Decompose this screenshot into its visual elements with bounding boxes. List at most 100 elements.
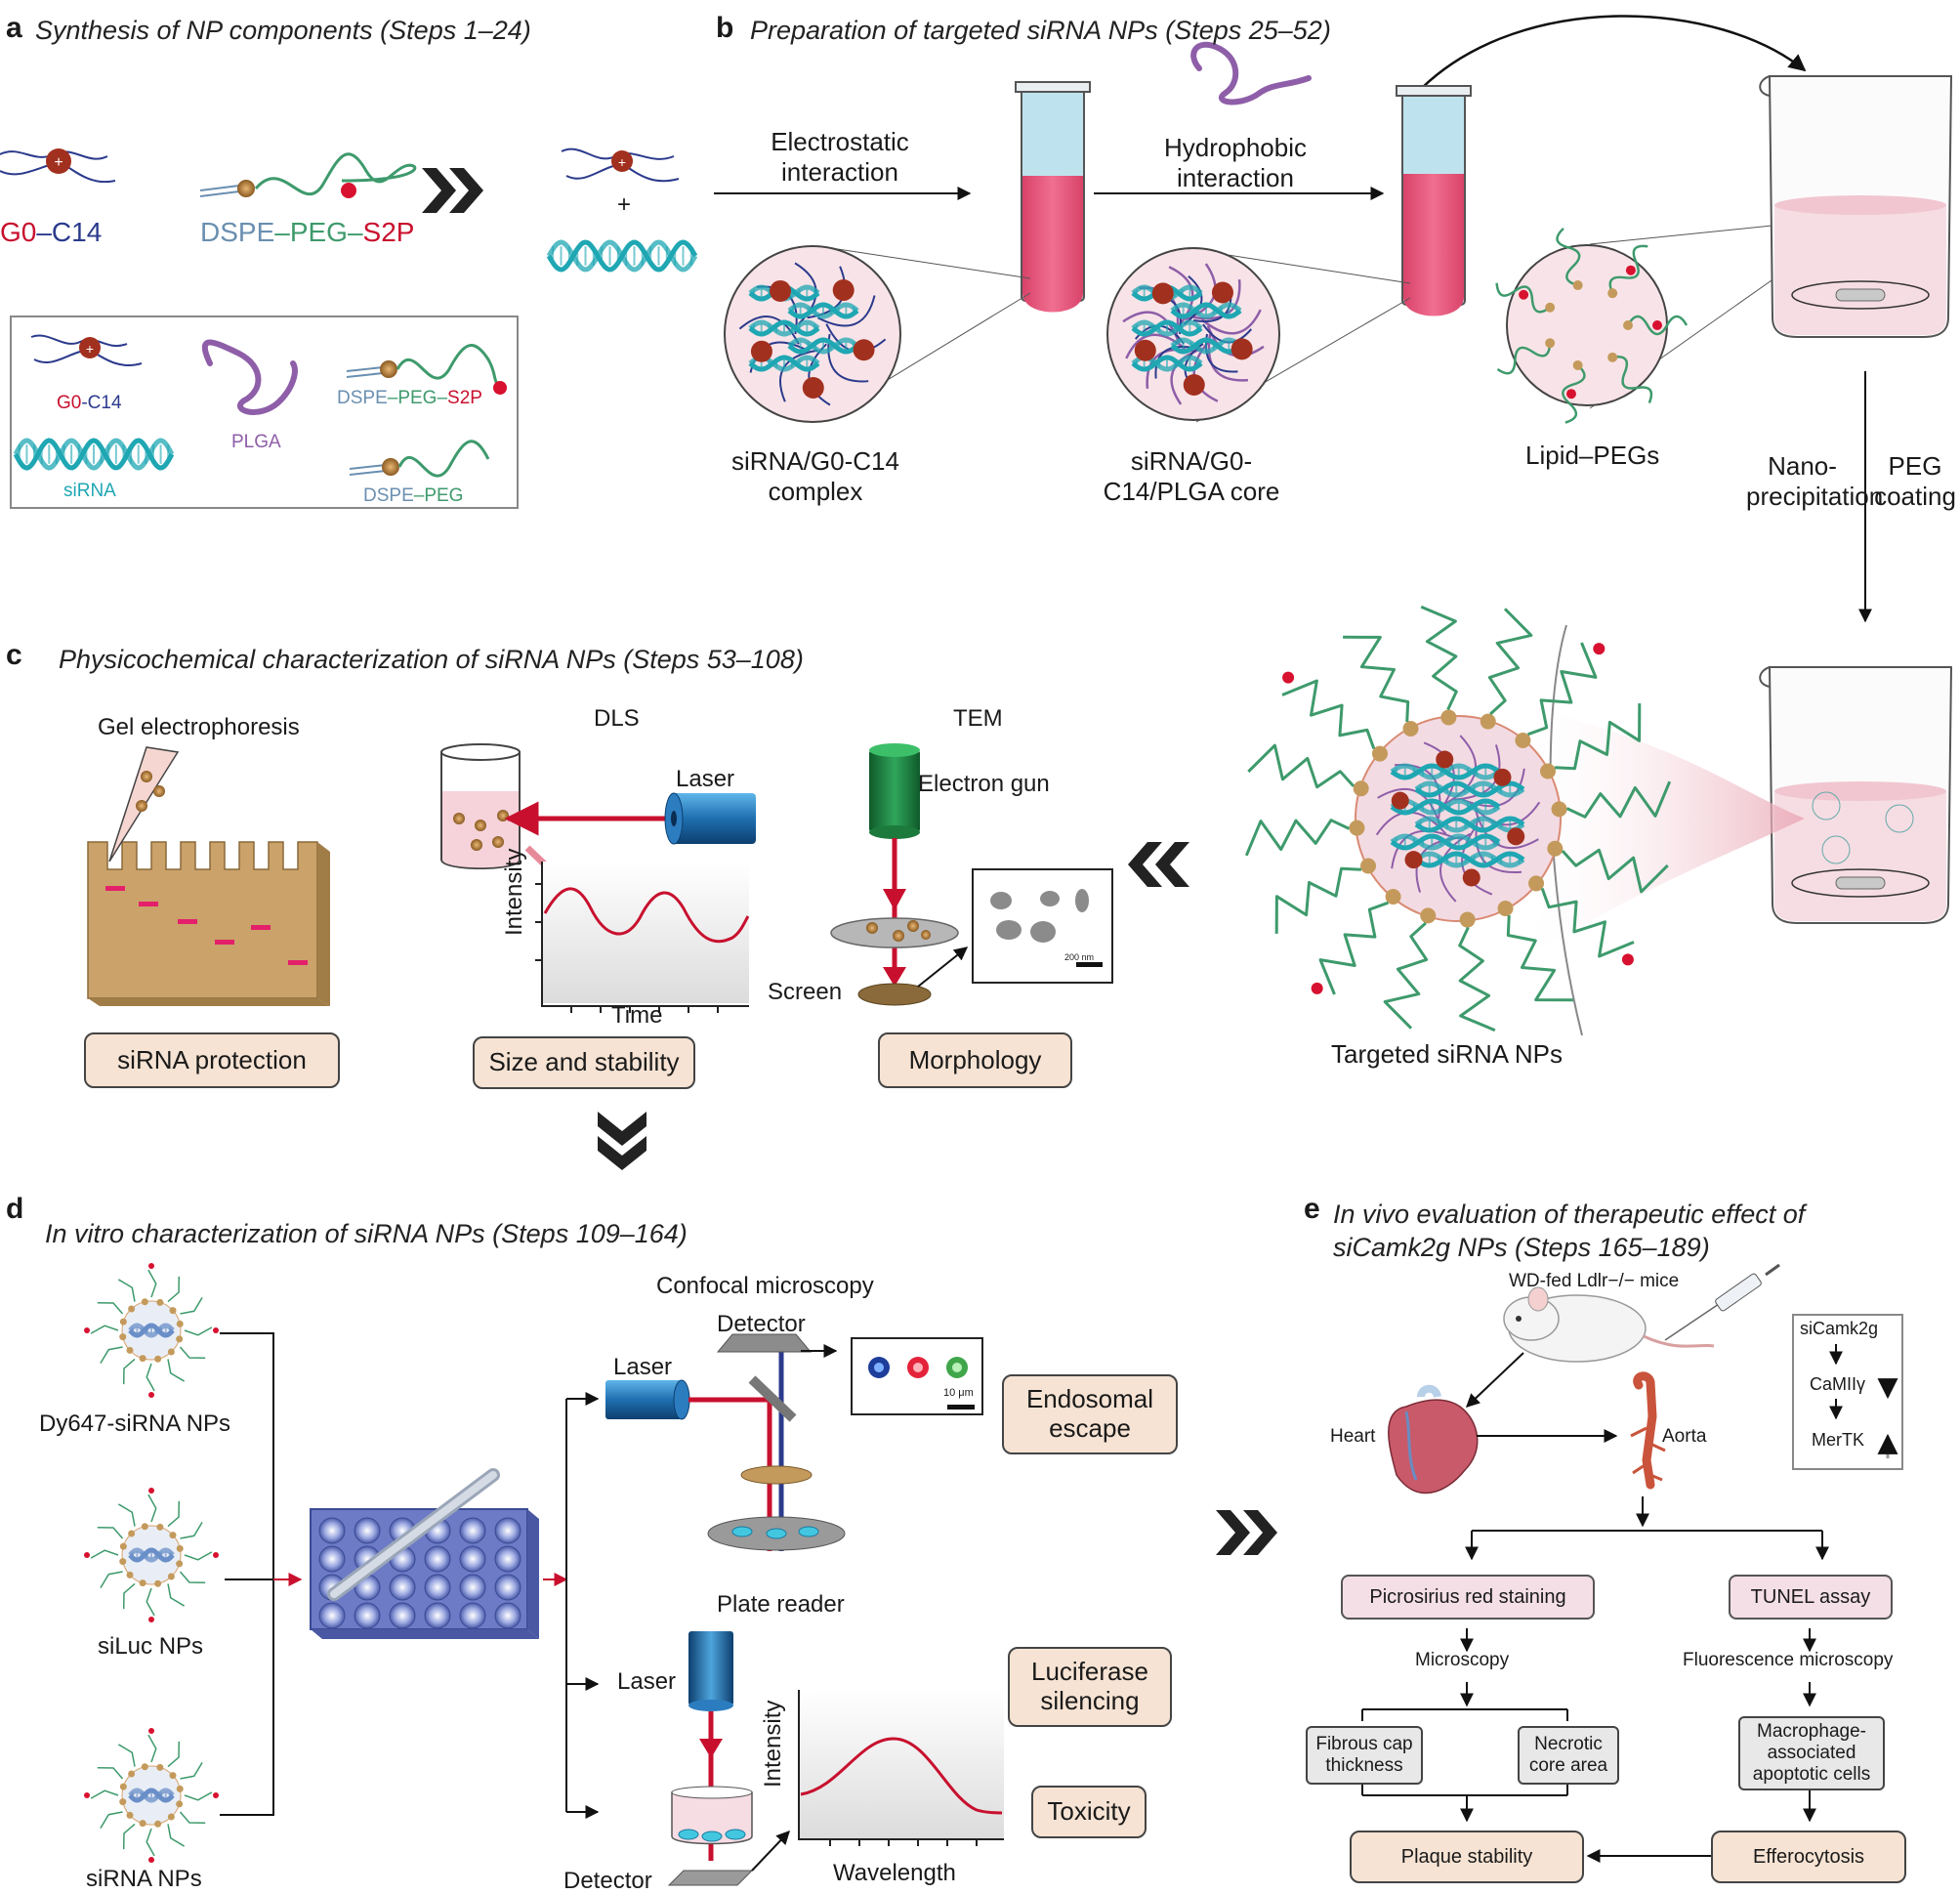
legend-dspe-peg	[349, 440, 490, 478]
panel-e-letter: e	[1304, 1193, 1320, 1225]
panel-d-letter: d	[6, 1193, 24, 1225]
legend-dspe-peg-s2p	[346, 344, 507, 395]
arrow-to-spectrum	[751, 1830, 790, 1872]
legend-dspe-2: DSPE	[363, 485, 414, 506]
plate-laser-label: Laser	[617, 1668, 677, 1695]
core-label: siRNA/G0-C14/PLGA core	[1103, 446, 1280, 506]
sirna-helix	[546, 239, 698, 273]
plaque-stability-box: Plaque stability	[1350, 1831, 1584, 1883]
bracket-left	[220, 1332, 298, 1816]
arrow-mouse-heart	[1465, 1352, 1524, 1408]
tem-scale-label: 200 nm	[1064, 952, 1095, 962]
aorta-label: Aorta	[1662, 1426, 1707, 1447]
peg-label: –PEG–	[274, 217, 363, 247]
beaker-bottom	[1759, 666, 1953, 924]
efferocytosis-box: Efferocytosis	[1711, 1831, 1906, 1883]
confocal-detector-label: Detector	[717, 1311, 806, 1337]
tem-electron-gun	[869, 743, 920, 839]
fibrous-cap-box: Fibrous cap thickness	[1306, 1726, 1423, 1785]
s2p-label: S2P	[362, 217, 415, 247]
microscopy-label: Microscopy	[1415, 1650, 1510, 1670]
panel-d-title: In vitro characterization of siRNA NPs (…	[45, 1219, 688, 1248]
endosomal-escape-box: Endosomal escape	[1002, 1374, 1178, 1454]
legend-peg: –PEG–	[387, 388, 448, 408]
panel-b-title: Preparation of targeted siRNA NPs (Steps…	[750, 16, 1331, 45]
legend-sirna-label: siRNA	[63, 481, 116, 501]
c14-label: –C14	[36, 217, 103, 247]
legend-g0-c14-molecule: +	[30, 334, 143, 367]
svg-text:+: +	[54, 154, 63, 171]
panel-e-title-1: In vivo evaluation of therapeutic effect…	[1333, 1200, 1806, 1229]
zoom-core-circle	[1106, 247, 1411, 423]
lipid-pegs-label: Lipid–PEGs	[1525, 441, 1660, 470]
sicamk2g-label: siCamk2g	[1800, 1319, 1879, 1338]
legend-dspe-peg-label: DSPE–PEG	[363, 486, 463, 505]
confocal-label: Confocal microscopy	[656, 1273, 874, 1299]
dls-plot	[535, 862, 750, 1013]
test-tube-1	[1015, 81, 1091, 313]
dspe-peg-s2p-molecule	[199, 152, 417, 198]
chevron-down-icon	[598, 1112, 646, 1170]
tem-image	[972, 868, 1113, 984]
sirna-np-label: siRNA NPs	[86, 1866, 202, 1892]
panel-a-letter: a	[6, 12, 22, 44]
pipette-tip	[108, 746, 180, 863]
e-tree-lines	[1471, 1530, 1823, 1555]
aorta-illustration	[1630, 1371, 1666, 1490]
zoom-lipid-circle	[1495, 224, 1782, 424]
svg-text:+: +	[618, 154, 626, 170]
legend-g0: G0	[57, 393, 82, 413]
multiwell-plate	[310, 1468, 539, 1639]
chevron-right-icon	[422, 168, 483, 213]
peg-coating-label: PEG coating	[1874, 451, 1956, 511]
dls-cuvette	[440, 743, 521, 869]
panel-a-title: Synthesis of NP components (Steps 1–24)	[35, 16, 531, 45]
panel-c-title: Physicochemical characterization of siRN…	[59, 645, 804, 674]
tem-label: TEM	[953, 705, 1003, 732]
toxicity-box: Toxicity	[1031, 1786, 1147, 1838]
screen-label: Screen	[768, 979, 843, 1005]
arrow-to-tem-image	[917, 947, 969, 988]
confocal-laser-label: Laser	[613, 1354, 673, 1380]
svg-text:+: +	[86, 341, 94, 357]
gel-label: Gel electrophoresis	[98, 714, 300, 740]
plate-reader-label: Plate reader	[717, 1591, 845, 1618]
siluc-np-label: siLuc NPs	[98, 1633, 204, 1660]
g0-label: G0	[0, 217, 37, 247]
spectrum-plot	[798, 1690, 1004, 1846]
legend-dspe: DSPE	[337, 388, 388, 408]
confocal-scale-label: 10 μm	[943, 1387, 974, 1399]
hydrophobic-label: Hydrophobic interaction	[1164, 133, 1307, 192]
tem-screen-disc	[857, 983, 932, 1006]
legend-sirna-helix	[13, 438, 175, 471]
complex-label: siRNA/G0-C14 complex	[731, 446, 899, 506]
panel-b-letter: b	[716, 12, 734, 44]
mice-label: WD-fed Ldlr−/− mice	[1509, 1271, 1680, 1291]
mertk-label: MerTK	[1812, 1430, 1864, 1450]
chevron-right-icon-e	[1216, 1510, 1277, 1555]
spectrum-intensity-label: Intensity	[760, 1700, 786, 1788]
nano-precipitation-label: Nano- precipitation	[1746, 451, 1884, 511]
legend-c14: -C14	[81, 393, 122, 413]
targeted-np-label: Targeted siRNA NPs	[1331, 1039, 1563, 1069]
electrostatic-label: Electrostatic interaction	[771, 127, 909, 187]
legend-peg-2: –PEG	[413, 485, 464, 506]
np-thumbnails	[84, 1263, 219, 1863]
heart-label: Heart	[1330, 1426, 1376, 1447]
g0-c14-small: +	[561, 147, 680, 183]
syringe-icon	[1664, 1263, 1780, 1341]
g0-c14-molecule: +	[0, 148, 116, 184]
picrosirius-box: Picrosirius red staining	[1341, 1575, 1595, 1620]
plga-strand	[1190, 41, 1312, 105]
dls-laser-label: Laser	[676, 766, 735, 792]
morphology-box: Morphology	[878, 1032, 1072, 1088]
tem-sample-disc	[830, 917, 959, 948]
sirna-protection-box: siRNA protection	[84, 1032, 340, 1088]
gel-block	[87, 841, 330, 1006]
dspe-label: DSPE	[200, 217, 275, 247]
plus-sign: +	[617, 191, 632, 218]
electron-gun-label: Electron gun	[918, 771, 1050, 797]
confocal-laser	[605, 1379, 690, 1420]
dls-time-label: Time	[611, 1002, 663, 1029]
